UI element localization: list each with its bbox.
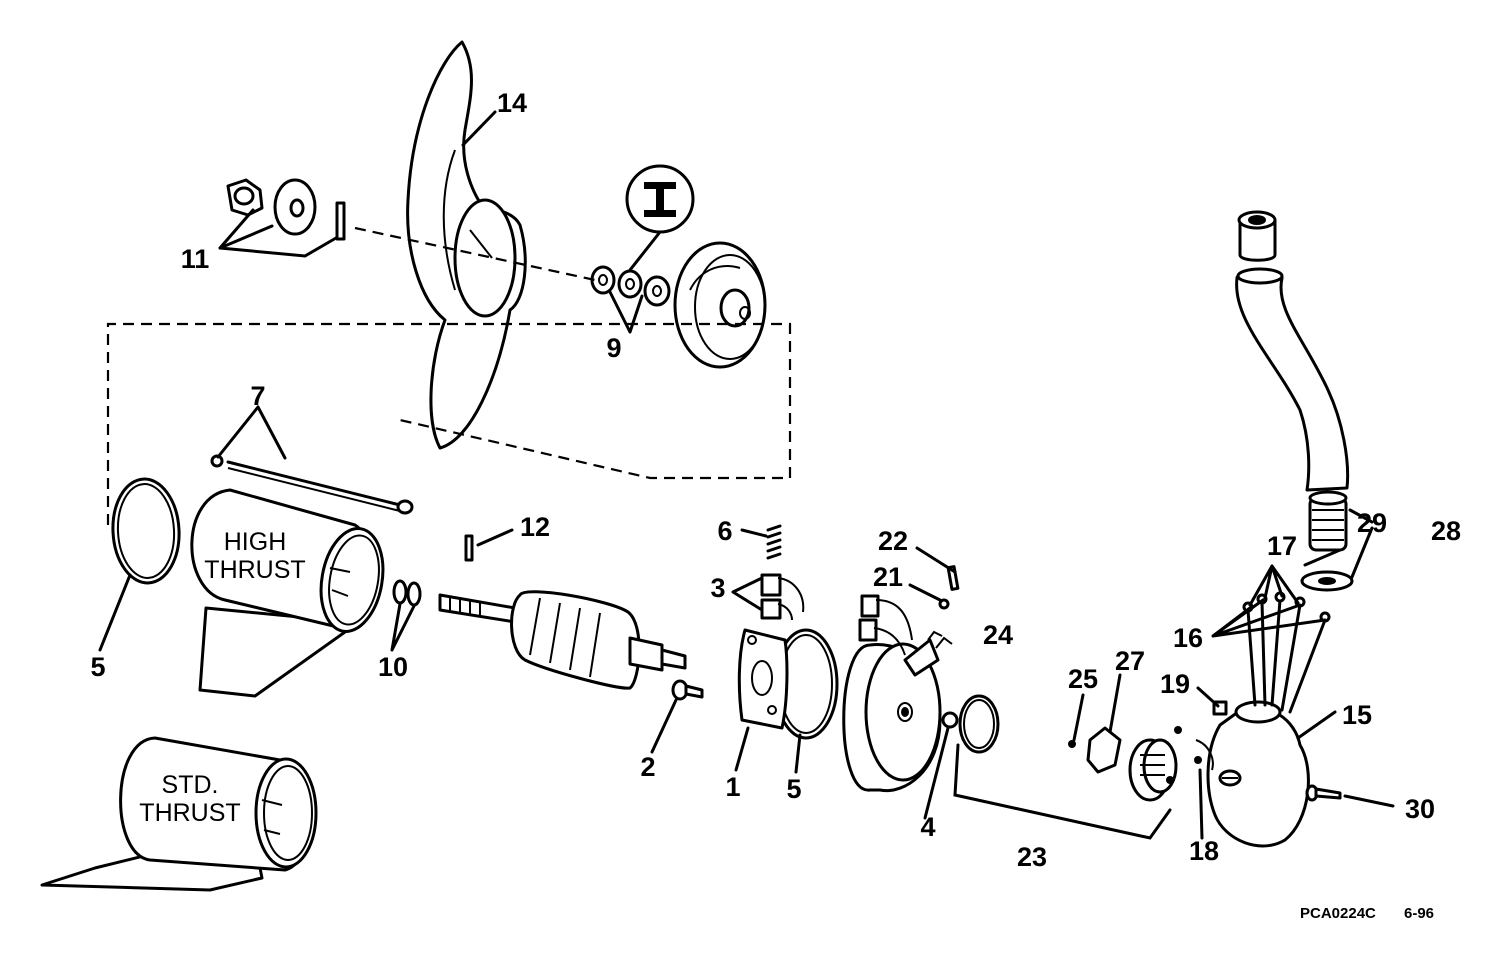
std-thrust-housing bbox=[40, 736, 318, 892]
callout-2: 2 bbox=[640, 752, 655, 782]
ball bbox=[941, 711, 959, 729]
thrust-washers bbox=[392, 579, 422, 607]
brushes bbox=[760, 573, 805, 621]
high-thrust-label-line2: THRUST bbox=[204, 556, 305, 584]
high-thrust-housing bbox=[190, 488, 385, 698]
leader-lines bbox=[98, 110, 1395, 840]
end-cap bbox=[673, 241, 767, 369]
callout-4: 4 bbox=[920, 812, 935, 842]
callout-3: 3 bbox=[710, 573, 725, 603]
callout-14: 14 bbox=[497, 88, 527, 118]
drawing-number: PCA0224C bbox=[1300, 905, 1376, 922]
callout-11: 11 bbox=[181, 244, 210, 274]
drawing-code: PCA0224C 6-96 bbox=[1300, 905, 1434, 922]
callout-18: 18 bbox=[1189, 836, 1219, 866]
callout-24: 24 bbox=[983, 620, 1013, 650]
locating-pin bbox=[946, 565, 960, 591]
callout-17: 17 bbox=[1267, 531, 1297, 561]
callout-9: 9 bbox=[606, 333, 621, 363]
callout-29: 29 bbox=[1357, 508, 1387, 538]
brush-plate bbox=[737, 628, 789, 730]
callout-19: 19 bbox=[1160, 669, 1190, 699]
callout-22: 22 bbox=[878, 526, 908, 556]
callout-12: 12 bbox=[520, 512, 550, 542]
callout-15: 15 bbox=[1342, 700, 1372, 730]
switch-assembly bbox=[1068, 726, 1182, 802]
detent-ball bbox=[938, 598, 950, 610]
high-thrust-label-line1: HIGH bbox=[224, 528, 287, 556]
through-bolts bbox=[210, 454, 414, 515]
std-thrust-label-line1: STD. bbox=[162, 771, 219, 799]
armature bbox=[438, 590, 687, 690]
motor-can bbox=[842, 594, 953, 793]
callout-16: 16 bbox=[1173, 623, 1203, 653]
o-rings bbox=[111, 477, 1000, 754]
callout-28: 28 bbox=[1431, 516, 1461, 546]
drive-tube bbox=[1235, 210, 1354, 592]
callout-5-center: 5 bbox=[786, 774, 801, 804]
housing-labels: HIGH THRUST STD. THRUST bbox=[139, 528, 305, 827]
callout-21: 21 bbox=[873, 562, 903, 592]
bearing-set bbox=[590, 164, 695, 307]
callout-27: 27 bbox=[1115, 646, 1145, 676]
prop-nut-kit bbox=[226, 178, 346, 241]
callout-labels: 14 11 9 7 12 6 22 3 21 24 28 29 17 16 19… bbox=[90, 88, 1461, 872]
cap-screw bbox=[1305, 784, 1342, 802]
brush-spring bbox=[766, 524, 782, 560]
lower-housing-cap bbox=[1194, 700, 1310, 848]
propeller bbox=[406, 40, 527, 450]
callout-30: 30 bbox=[1405, 794, 1435, 824]
callout-10: 10 bbox=[378, 652, 408, 682]
drive-pin bbox=[464, 534, 474, 562]
callout-5-left: 5 bbox=[90, 652, 105, 682]
callout-6: 6 bbox=[717, 516, 732, 546]
assembly-guides bbox=[106, 226, 792, 525]
mounting-screw bbox=[671, 679, 704, 701]
callout-25: 25 bbox=[1068, 664, 1098, 694]
drawing-date: 6-96 bbox=[1404, 905, 1434, 922]
callout-23: 23 bbox=[1017, 842, 1047, 872]
std-thrust-label-line2: THRUST bbox=[139, 799, 240, 827]
callout-1: 1 bbox=[725, 772, 740, 802]
callout-7: 7 bbox=[250, 381, 265, 411]
